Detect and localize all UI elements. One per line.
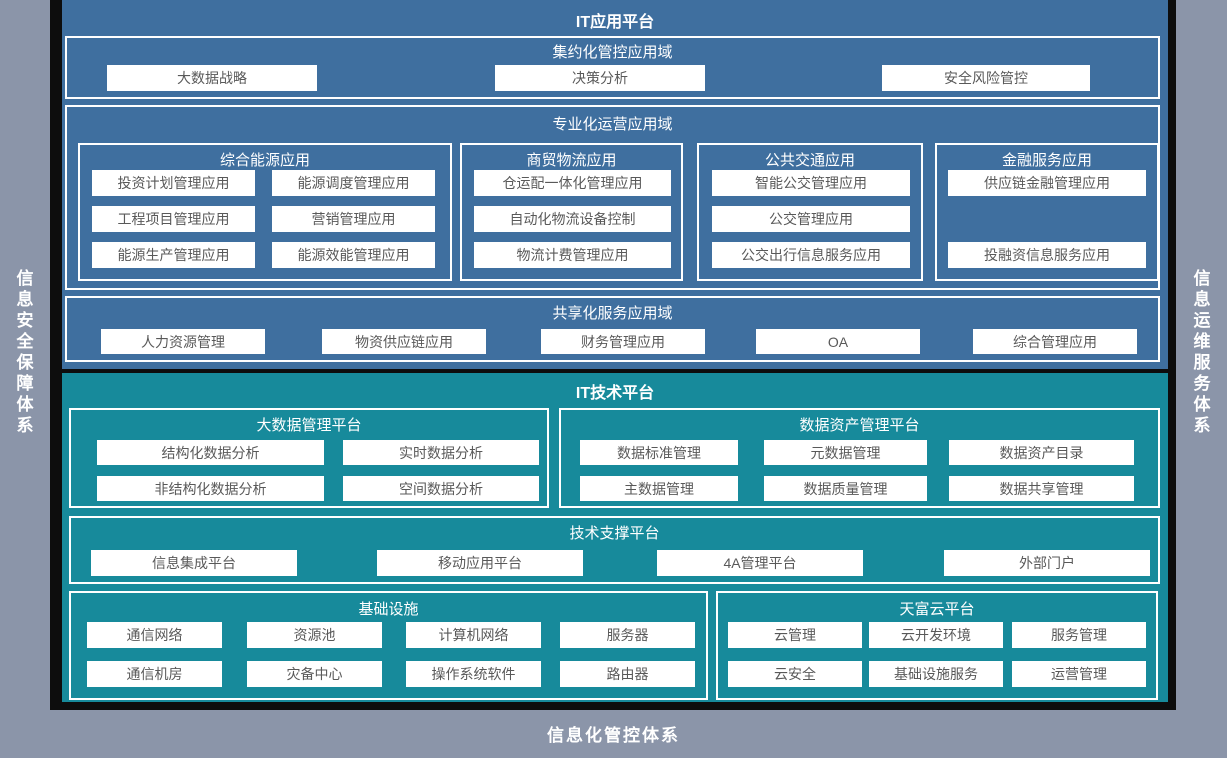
- shared-service-domain-panel: 共享化服务应用域 人力资源管理 物资供应链应用 财务管理应用 OA 综合管理应用: [65, 296, 1160, 362]
- chip-energy-efficiency-mgmt: 能源效能管理应用: [272, 242, 435, 268]
- chip-service-mgmt: 服务管理: [1012, 622, 1146, 648]
- data-asset-platform-panel: 数据资产管理平台 数据标准管理 元数据管理 数据资产目录 主数据管理 数据质量管…: [559, 408, 1160, 508]
- specialized-operation-domain-title: 专业化运营应用域: [552, 116, 673, 133]
- chip-computer-network: 计算机网络: [406, 622, 541, 648]
- tech-support-platform-title: 技术支撑平台: [569, 525, 660, 542]
- chip-smart-bus-mgmt: 智能公交管理应用: [712, 170, 910, 196]
- chip-comprehensive-mgmt: 综合管理应用: [973, 329, 1137, 354]
- bottom-system-label: 信息化管控体系: [547, 726, 680, 745]
- tianfu-cloud-platform-title: 天富云平台: [899, 601, 975, 618]
- chip-investment-financing-info-service: 投融资信息服务应用: [948, 242, 1146, 268]
- chip-energy-dispatch-mgmt: 能源调度管理应用: [272, 170, 435, 196]
- left-system-label: 信息安全保障体系: [0, 268, 50, 436]
- chip-investment-plan-mgmt: 投资计划管理应用: [92, 170, 255, 196]
- it-technology-platform-section: IT技术平台 大数据管理平台 结构化数据分析 实时数据分析 非结构化数据分析 空…: [62, 373, 1168, 702]
- chip-realtime-data-analysis: 实时数据分析: [343, 440, 539, 465]
- finance-applications-group: 金融服务应用 供应链金融管理应用 投融资信息服务应用: [935, 143, 1159, 281]
- transport-applications-group: 公共交通应用 智能公交管理应用 公交管理应用 公交出行信息服务应用: [697, 143, 923, 281]
- energy-applications-title: 综合能源应用: [219, 152, 310, 169]
- tianfu-cloud-platform-panel: 天富云平台 云管理 云开发环境 服务管理 云安全 基础设施服务 运营管理: [716, 591, 1158, 700]
- chip-warehouse-transport-mgmt: 仓运配一体化管理应用: [474, 170, 671, 196]
- left-system-label-text: 信息安全保障体系: [16, 269, 34, 435]
- chip-supply-chain-finance-mgmt: 供应链金融管理应用: [948, 170, 1146, 196]
- chip-os-software: 操作系统软件: [406, 661, 541, 687]
- bigdata-platform-panel: 大数据管理平台 结构化数据分析 实时数据分析 非结构化数据分析 空间数据分析: [69, 408, 549, 508]
- intensive-control-domain-title: 集约化管控应用域: [552, 44, 673, 61]
- transport-applications-title: 公共交通应用: [764, 152, 855, 169]
- chip-info-integration-platform: 信息集成平台: [91, 550, 297, 576]
- chip-metadata-mgmt: 元数据管理: [764, 440, 927, 465]
- tech-support-platform-panel: 技术支撑平台 信息集成平台 移动应用平台 4A管理平台 外部门户: [69, 516, 1160, 584]
- chip-unstructured-data-analysis: 非结构化数据分析: [97, 476, 324, 501]
- chip-communication-network: 通信网络: [87, 622, 222, 648]
- chip-bus-mgmt: 公交管理应用: [712, 206, 910, 232]
- chip-cloud-dev-environment: 云开发环境: [869, 622, 1003, 648]
- infrastructure-title: 基础设施: [358, 601, 419, 618]
- chip-data-standard-mgmt: 数据标准管理: [580, 440, 738, 465]
- infrastructure-panel: 基础设施 通信网络 资源池 计算机网络 服务器 通信机房 灾备中心 操作系统软件…: [69, 591, 708, 700]
- shared-service-domain-title: 共享化服务应用域: [552, 305, 673, 322]
- chip-4a-mgmt-platform: 4A管理平台: [657, 550, 863, 576]
- chip-oa: OA: [756, 329, 920, 354]
- chip-spatial-data-analysis: 空间数据分析: [343, 476, 539, 501]
- diagram-frame: IT应用平台 集约化管控应用域 大数据战略 决策分析 安全风险管控 专业化运营应…: [50, 0, 1176, 710]
- it-application-platform-section: IT应用平台 集约化管控应用域 大数据战略 决策分析 安全风险管控 专业化运营应…: [62, 0, 1168, 369]
- right-system-label-text: 信息运维服务体系: [1193, 269, 1211, 435]
- bigdata-platform-title: 大数据管理平台: [256, 417, 362, 434]
- chip-mobile-app-platform: 移动应用平台: [377, 550, 583, 576]
- chip-energy-production-mgmt: 能源生产管理应用: [92, 242, 255, 268]
- chip-communication-room: 通信机房: [87, 661, 222, 687]
- chip-cloud-mgmt: 云管理: [728, 622, 862, 648]
- finance-applications-title: 金融服务应用: [1001, 152, 1092, 169]
- logistics-applications-title: 商贸物流应用: [526, 152, 617, 169]
- chip-hr-mgmt: 人力资源管理: [101, 329, 265, 354]
- specialized-operation-domain-panel: 专业化运营应用域 综合能源应用 投资计划管理应用 能源调度管理应用 工程项目管理…: [65, 105, 1160, 290]
- intensive-control-domain-panel: 集约化管控应用域 大数据战略 决策分析 安全风险管控: [65, 36, 1160, 99]
- chip-bus-travel-info-service: 公交出行信息服务应用: [712, 242, 910, 268]
- data-asset-platform-title: 数据资产管理平台: [799, 417, 920, 434]
- chip-master-data-mgmt: 主数据管理: [580, 476, 738, 501]
- chip-engineering-project-mgmt: 工程项目管理应用: [92, 206, 255, 232]
- right-system-label: 信息运维服务体系: [1177, 268, 1227, 436]
- chip-disaster-recovery-center: 灾备中心: [247, 661, 382, 687]
- chip-data-sharing-mgmt: 数据共享管理: [949, 476, 1134, 501]
- chip-resource-pool: 资源池: [247, 622, 382, 648]
- chip-logistics-billing-mgmt: 物流计费管理应用: [474, 242, 671, 268]
- chip-structured-data-analysis: 结构化数据分析: [97, 440, 324, 465]
- chip-marketing-mgmt: 营销管理应用: [272, 206, 435, 232]
- chip-data-asset-catalog: 数据资产目录: [949, 440, 1134, 465]
- chip-data-quality-mgmt: 数据质量管理: [764, 476, 927, 501]
- it-technology-platform-title: IT技术平台: [575, 385, 655, 402]
- chip-material-supply-chain: 物资供应链应用: [322, 329, 486, 354]
- chip-infrastructure-service: 基础设施服务: [869, 661, 1003, 687]
- chip-server: 服务器: [560, 622, 695, 648]
- chip-finance-mgmt: 财务管理应用: [541, 329, 705, 354]
- chip-security-risk-control: 安全风险管控: [882, 65, 1090, 91]
- chip-router: 路由器: [560, 661, 695, 687]
- it-application-platform-title: IT应用平台: [575, 14, 655, 31]
- chip-decision-analysis: 决策分析: [495, 65, 705, 91]
- energy-applications-group: 综合能源应用 投资计划管理应用 能源调度管理应用 工程项目管理应用 营销管理应用…: [78, 143, 452, 281]
- chip-automated-logistics-control: 自动化物流设备控制: [474, 206, 671, 232]
- chip-cloud-security: 云安全: [728, 661, 862, 687]
- chip-big-data-strategy: 大数据战略: [107, 65, 317, 91]
- chip-external-portal: 外部门户: [944, 550, 1150, 576]
- chip-operation-mgmt: 运营管理: [1012, 661, 1146, 687]
- logistics-applications-group: 商贸物流应用 仓运配一体化管理应用 自动化物流设备控制 物流计费管理应用: [460, 143, 683, 281]
